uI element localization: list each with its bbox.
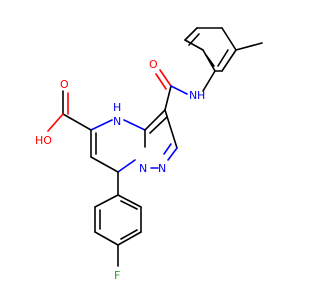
tolyl-inner-1 xyxy=(188,33,200,46)
amide-o-label: O xyxy=(149,58,158,71)
carboxyl-oh-label: HO xyxy=(35,134,52,147)
carboxylic-acid-group xyxy=(47,90,92,132)
pyrazole-n2-label: N xyxy=(158,162,166,175)
bond-c3a-c3 xyxy=(144,109,166,131)
fphenyl-bond-1 xyxy=(94,194,119,208)
fphenyl-inner-3 xyxy=(120,200,138,210)
bond-c5-cooh xyxy=(62,113,92,131)
tolyl-bond-2 xyxy=(184,39,204,51)
bond-c2-n1-b xyxy=(163,143,172,155)
ring-nh-label: N xyxy=(113,115,121,128)
tolyl-bond-5 xyxy=(221,27,237,51)
carboxyl-o-label: O xyxy=(60,78,69,91)
bond-n-aryl xyxy=(202,70,216,92)
amide-nh-label: N xyxy=(189,89,197,102)
tolyl-inner-2 xyxy=(217,49,229,67)
fphenyl-bond-6 xyxy=(117,194,142,208)
bond-amide-co-b xyxy=(155,73,167,90)
fphenyl-bond-3 xyxy=(94,231,119,246)
pyrazole-n1-label: N xyxy=(139,162,147,175)
fphenyl-bond-4 xyxy=(117,231,142,246)
tolyl-bond-6 xyxy=(221,49,237,72)
bond-c3-carbonyl xyxy=(164,85,172,111)
tolyl-ring xyxy=(184,27,263,72)
bond-c3a-c3-b xyxy=(149,116,168,134)
bond-c5-n4 xyxy=(90,119,113,131)
amide-group xyxy=(155,69,216,111)
bond-n-c7 xyxy=(117,159,136,173)
tolyl-bond-3 xyxy=(184,27,198,41)
bond-amide-cn xyxy=(170,85,188,95)
amide-nh-hydrogen-label: H xyxy=(197,89,205,102)
bond-c2-n1 xyxy=(167,147,178,161)
pyrazole-ring xyxy=(144,109,178,169)
tolyl-inner-3 xyxy=(205,54,215,67)
fluorophenyl-ring xyxy=(94,171,142,267)
methyl-bond xyxy=(235,42,263,51)
tolyl-bond-1 xyxy=(202,49,216,72)
fluorine-label: F xyxy=(114,269,120,282)
structure-diagram: HO O O N H N H N N F xyxy=(35,27,263,282)
bond-c7-c6 xyxy=(90,156,119,173)
bond-amide-co-a xyxy=(159,69,172,87)
ring-nh-hydrogen-label: H xyxy=(113,101,121,114)
molecule-canvas: HO O O N H N H N N F xyxy=(35,27,263,282)
pyrimidine-ring xyxy=(90,119,146,173)
bond-c3-c2 xyxy=(164,109,178,149)
bond-n4-c3a xyxy=(123,119,146,131)
fphenyl-inner-2 xyxy=(120,229,138,240)
bond-c-oh xyxy=(47,113,64,132)
